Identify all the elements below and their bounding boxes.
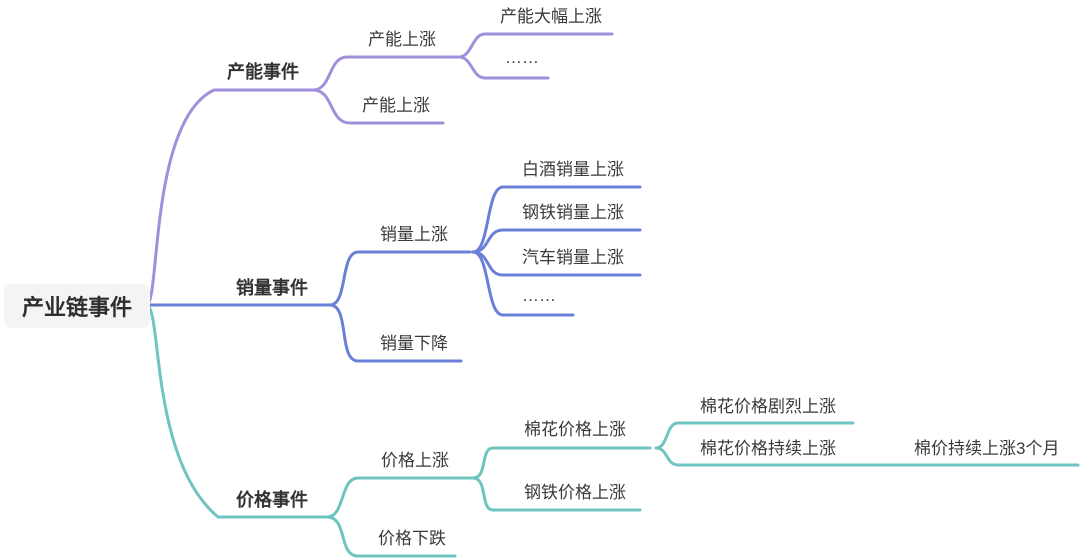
connector-capacity-to-rise2: [311, 88, 445, 125]
connector-rise1-to-ellipsis: [457, 55, 550, 80]
node-price-events[interactable]: 价格事件: [236, 490, 308, 510]
node-sales-decline[interactable]: 销量下降: [380, 334, 448, 353]
node-capacity-rise-1[interactable]: 产能上涨: [368, 30, 436, 49]
node-price-fall[interactable]: 价格下跌: [378, 529, 446, 548]
connector-price-to-fall: [325, 515, 457, 558]
node-cotton-price-rise[interactable]: 棉花价格上涨: [524, 420, 626, 439]
connector-sales-to-rise: [328, 250, 472, 307]
node-capacity-events[interactable]: 产能事件: [227, 62, 299, 82]
node-price-rise[interactable]: 价格上涨: [381, 451, 449, 470]
connector-root-to-capacity: [145, 88, 315, 307]
connector-salesrise-to-ellipsis: [471, 250, 575, 317]
node-sales-rise[interactable]: 销量上涨: [380, 225, 448, 244]
node-capacity-rise-2[interactable]: 产能上涨: [362, 96, 430, 115]
node-capacity-ellipsis[interactable]: ……: [505, 48, 539, 67]
node-sales-events[interactable]: 销量事件: [236, 278, 308, 298]
node-steel-sales-rise[interactable]: 钢铁销量上涨: [522, 203, 624, 222]
node-car-sales-rise[interactable]: 汽车销量上涨: [522, 248, 624, 267]
connector-salesrise-to-baijiu: [471, 185, 642, 254]
node-baijiu-sales-rise[interactable]: 白酒销量上涨: [522, 160, 624, 179]
node-steel-price-rise[interactable]: 钢铁价格上涨: [524, 483, 626, 502]
node-cotton-price-rise-3-months[interactable]: 棉价持续上涨3个月: [914, 439, 1060, 458]
connector-price-to-rise: [325, 476, 475, 519]
connector-root-to-price: [145, 303, 329, 519]
node-capacity-sharp-rise[interactable]: 产能大幅上涨: [500, 7, 602, 26]
connector-cotton-to-continuous-rise: [654, 446, 1080, 467]
connector-pricerise-to-steelprice: [471, 476, 642, 512]
connector-capacity-to-rise1: [311, 55, 459, 92]
node-cotton-price-continuous-rise[interactable]: 棉花价格持续上涨: [700, 439, 836, 458]
node-cotton-price-sharp-rise[interactable]: 棉花价格剧烈上涨: [700, 397, 836, 416]
node-root-industry-chain-events[interactable]: 产业链事件: [4, 284, 150, 328]
node-sales-ellipsis[interactable]: ……: [522, 286, 556, 305]
connector-sales-to-decline: [328, 303, 463, 363]
connector-pricerise-to-cotton: [471, 446, 652, 480]
